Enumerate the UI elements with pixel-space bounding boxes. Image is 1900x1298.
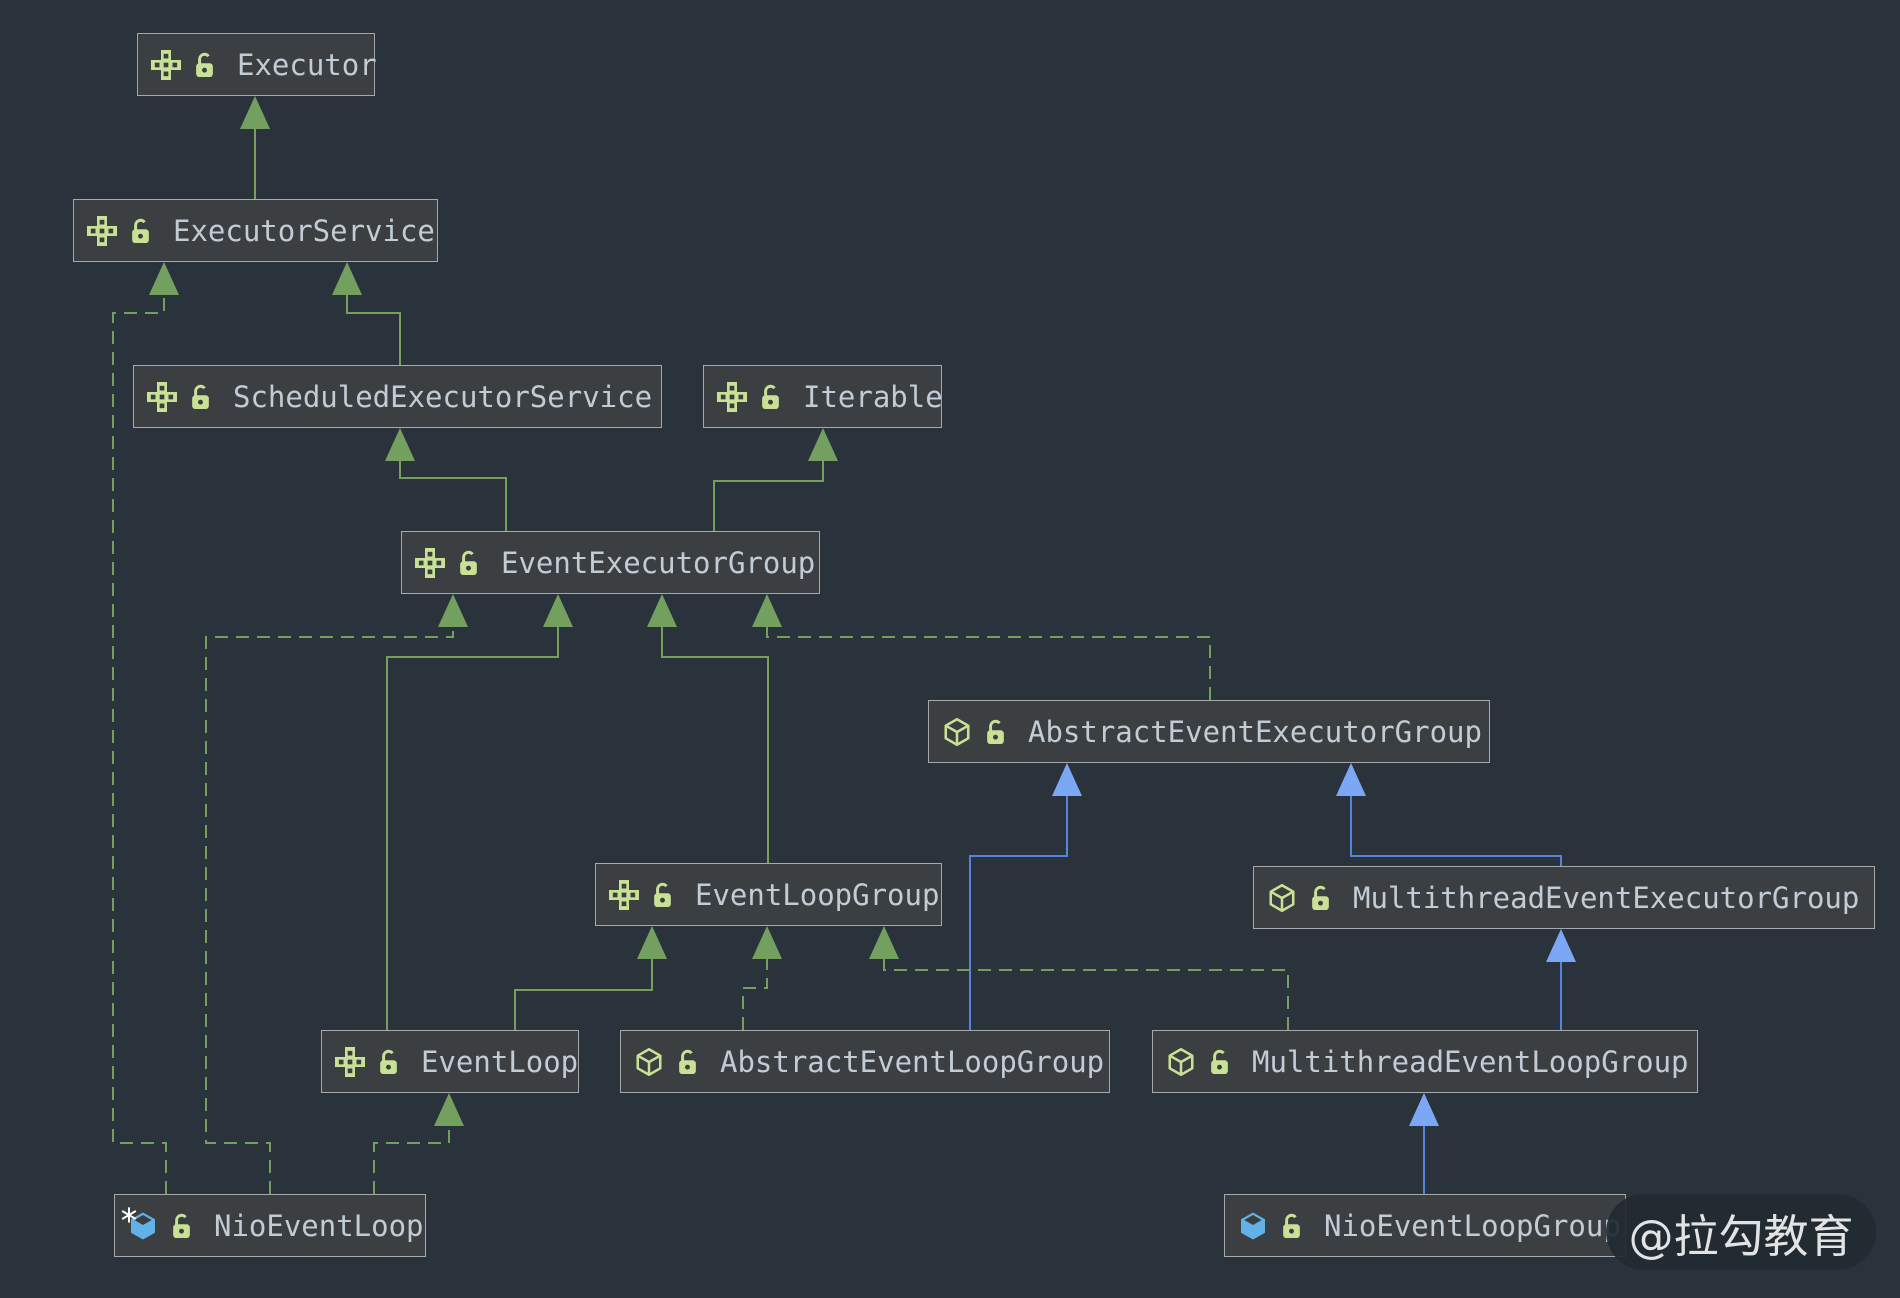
interface-icon	[415, 548, 445, 578]
lock-icon	[1280, 1212, 1303, 1239]
lock-icon	[377, 1048, 400, 1075]
class-icon	[1238, 1211, 1268, 1241]
edge-AbstractEventExecutorGroup-implements-EventExecutorGroup	[752, 594, 1211, 700]
node-NioEventLoopGroup[interactable]: NioEventLoopGroup	[1224, 1194, 1626, 1257]
node-label: MultithreadEventLoopGroup	[1252, 1044, 1689, 1079]
node-label: EventExecutorGroup	[501, 545, 816, 580]
node-ScheduledExecutorService[interactable]: ScheduledExecutorService	[133, 365, 662, 428]
edge-EventExecutorGroup-extends-Iterable	[713, 428, 838, 531]
lock-icon	[676, 1048, 699, 1075]
interface-icon	[609, 880, 639, 910]
class-icon	[1166, 1047, 1196, 1077]
final-class-icon	[128, 1211, 158, 1241]
node-EventExecutorGroup[interactable]: EventExecutorGroup	[401, 531, 820, 594]
lock-icon	[759, 383, 782, 410]
class-icon	[634, 1047, 664, 1077]
lock-icon	[170, 1212, 193, 1239]
lock-icon	[1208, 1048, 1231, 1075]
node-Iterable[interactable]: Iterable	[703, 365, 943, 428]
edge-EventLoop-extends-EventLoopGroup	[514, 926, 667, 1030]
node-label: ScheduledExecutorService	[233, 379, 653, 414]
lock-icon	[193, 51, 216, 78]
node-AbstractEventLoopGroup[interactable]: AbstractEventLoopGroup	[620, 1030, 1110, 1093]
lock-icon	[984, 718, 1007, 745]
node-label: EventLoopGroup	[695, 877, 940, 912]
lock-icon	[189, 383, 212, 410]
interface-icon	[151, 50, 181, 80]
lock-icon	[1309, 884, 1332, 911]
interface-icon	[147, 382, 177, 412]
edge-AbstractEventLoopGroup-extends-AbstractEventExecutorGroup	[969, 763, 1082, 1030]
node-label: NioEventLoop	[214, 1208, 424, 1243]
lock-icon	[457, 549, 480, 576]
edge-AbstractEventLoopGroup-implements-EventLoopGroup	[742, 926, 782, 1030]
node-label: Iterable	[803, 379, 943, 414]
edge-NioEventLoop-implements-EventLoop	[373, 1093, 464, 1194]
class-icon	[942, 717, 972, 747]
interface-icon	[335, 1047, 365, 1077]
interface-icon	[87, 216, 117, 246]
edge-EventExecutorGroup-extends-ScheduledExecutorService	[385, 428, 507, 531]
edge-MultithreadEventLoopGroup-implements-EventLoopGroup	[869, 926, 1289, 1030]
node-label: AbstractEventExecutorGroup	[1028, 714, 1482, 749]
edge-NioEventLoop-implements-EventExecutorGroup	[205, 594, 468, 1194]
node-MultithreadEventLoopGroup[interactable]: MultithreadEventLoopGroup	[1152, 1030, 1698, 1093]
edge-NioEventLoopGroup-extends-MultithreadEventLoopGroup	[1409, 1093, 1439, 1194]
node-ExecutorService[interactable]: ExecutorService	[73, 199, 438, 262]
node-label: AbstractEventLoopGroup	[720, 1044, 1105, 1079]
class-icon	[1267, 883, 1297, 913]
node-label: ExecutorService	[173, 213, 435, 248]
node-label: Executor	[237, 47, 377, 82]
interface-icon	[717, 382, 747, 412]
node-label: EventLoop	[421, 1044, 579, 1079]
node-MultithreadEventExecutorGroup[interactable]: MultithreadEventExecutorGroup	[1253, 866, 1875, 929]
node-AbstractEventExecutorGroup[interactable]: AbstractEventExecutorGroup	[928, 700, 1490, 763]
node-Executor[interactable]: Executor	[137, 33, 377, 96]
watermark-badge: @拉勾教育	[1606, 1194, 1876, 1270]
lock-icon	[651, 881, 674, 908]
edge-ScheduledExecutorService-extends-ExecutorService	[332, 262, 401, 365]
edge-EventLoop-extends-EventExecutorGroup	[386, 594, 573, 1030]
edge-EventLoopGroup-extends-EventExecutorGroup	[647, 594, 769, 863]
node-NioEventLoop[interactable]: NioEventLoop	[114, 1194, 426, 1257]
edge-MultithreadEventExecutorGroup-extends-AbstractEventExecutorGroup	[1336, 763, 1562, 866]
node-label: MultithreadEventExecutorGroup	[1353, 880, 1860, 915]
node-EventLoopGroup[interactable]: EventLoopGroup	[595, 863, 942, 926]
node-EventLoop[interactable]: EventLoop	[321, 1030, 579, 1093]
lock-icon	[129, 217, 152, 244]
node-label: NioEventLoopGroup	[1324, 1208, 1621, 1243]
edge-ExecutorService-extends-Executor	[240, 96, 270, 199]
watermark-text: @拉勾教育	[1628, 1209, 1854, 1263]
edge-MultithreadEventLoopGroup-extends-MultithreadEventExecutorGroup	[1546, 929, 1576, 1030]
